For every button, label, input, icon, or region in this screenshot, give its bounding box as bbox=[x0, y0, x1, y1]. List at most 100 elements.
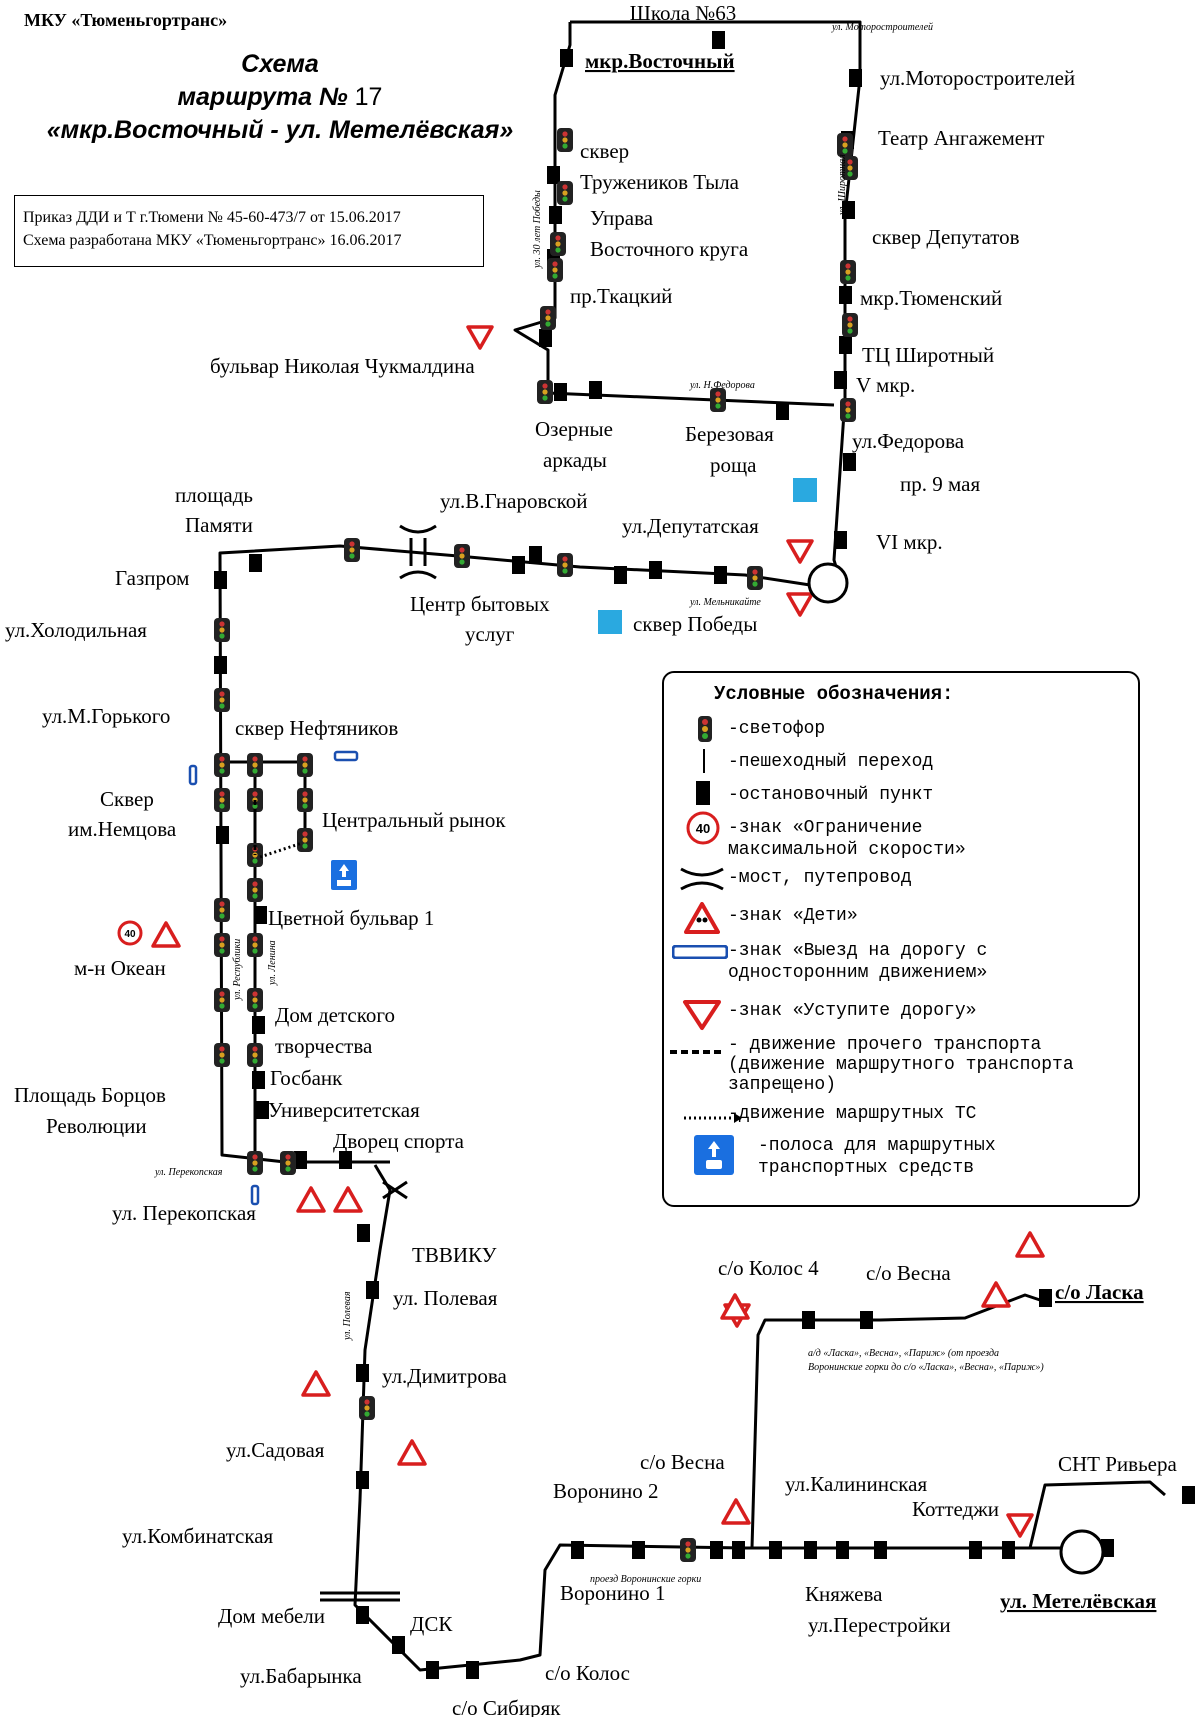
bus-stop-marker bbox=[839, 336, 852, 354]
stop-label-uprava-1: Управа bbox=[590, 206, 654, 230]
yield-sign-icon bbox=[721, 1498, 751, 1525]
bus-stop-marker bbox=[252, 1071, 265, 1089]
stop-label-ul-metelevskaya: ул. Метелёвская bbox=[1000, 1589, 1156, 1613]
stop-label-tc-shirotny: ТЦ Широтный bbox=[862, 343, 994, 367]
bus-stop-marker bbox=[571, 1541, 584, 1559]
stop-label-motorostroiteley: ул.Моторостроителей bbox=[880, 66, 1075, 90]
terminal-ring-metelevskaya bbox=[1059, 1529, 1105, 1575]
yield-sign-icon bbox=[682, 999, 722, 1037]
stop-label-gosbank: Госбанк bbox=[270, 1066, 343, 1090]
stop-label-ul-kholodilnaya: ул.Холодильная bbox=[5, 618, 147, 642]
bus-stop-marker bbox=[969, 1541, 982, 1559]
legend-item-3: -остановочный пункт bbox=[728, 785, 934, 805]
bus-stop-marker bbox=[802, 1311, 815, 1329]
street-name-let30: ул. 30 лет Победы bbox=[532, 190, 543, 269]
traffic-light-icon bbox=[247, 988, 263, 1012]
traffic-light-icon bbox=[247, 933, 263, 957]
stop-label-so-sibiryak: с/о Сибиряк bbox=[452, 1696, 561, 1717]
children-sign-icon bbox=[151, 921, 181, 948]
bus-stop-marker bbox=[366, 1281, 379, 1299]
bridge-legend-icon bbox=[678, 863, 726, 899]
stop-label-ploshchad-1: площадь bbox=[175, 483, 253, 507]
bus-stop-marker bbox=[839, 286, 852, 304]
bus-stop-marker bbox=[252, 1016, 265, 1034]
bus-stop-marker bbox=[356, 1606, 369, 1624]
legend-item-8: -знак «Уступите дорогу» bbox=[728, 1001, 977, 1021]
street-name-motorostroiteley: ул. Моторостроителей bbox=[831, 22, 933, 33]
stop-label-ozernye-2: аркады bbox=[543, 448, 607, 472]
traffic-light-icon bbox=[344, 538, 360, 562]
traffic-light-icon bbox=[840, 260, 856, 284]
traffic-light-icon bbox=[297, 828, 313, 852]
stop-label-ploshchad-2: Памяти bbox=[185, 513, 253, 537]
bus-lane-icon bbox=[331, 860, 357, 890]
stop-label-universitetskaya: Университетская bbox=[268, 1098, 420, 1122]
traffic-light-icon bbox=[297, 788, 313, 812]
route-traffic-arrows-line bbox=[259, 841, 303, 859]
speed-limit-value: 40 bbox=[696, 821, 710, 836]
stop-label-ul-gorkogo: ул.М.Горького bbox=[42, 704, 170, 728]
traffic-light-icon bbox=[214, 753, 230, 777]
bridge-icon bbox=[320, 524, 437, 1602]
traffic-light-icon bbox=[214, 688, 230, 712]
stop-label-dom-mebeli: Дом мебели bbox=[218, 1604, 325, 1628]
traffic-light-icon bbox=[680, 1538, 696, 1562]
yield-sign-icon bbox=[466, 325, 494, 350]
stop-label-ul-fedorova: ул.Федорова bbox=[852, 429, 965, 453]
order-box: Приказ ДДИ и Т г.Тюмени № 45-60-473/7 от… bbox=[14, 195, 484, 267]
stop-label-mkr-vostochny: мкр.Восточный bbox=[585, 49, 735, 73]
bus-stop-marker bbox=[843, 453, 856, 471]
stop-label-so-kolos4: с/о Колос 4 bbox=[718, 1256, 819, 1280]
stop-label-ul-perekopskaya: ул. Перекопская bbox=[112, 1201, 256, 1225]
route-number: 17 bbox=[354, 83, 383, 111]
bus-stop-marker bbox=[834, 371, 847, 389]
bus-stop-marker bbox=[512, 556, 525, 574]
one-way-exit-icon bbox=[250, 1184, 260, 1206]
stop-label-ul-sadovaya: ул.Садовая bbox=[226, 1438, 325, 1462]
stop-label-pr9maya: пр. 9 мая bbox=[900, 472, 980, 496]
stop-label-skver-pobedy: сквер Победы bbox=[633, 612, 757, 636]
stop-label-berezovaya-2: роща bbox=[710, 453, 757, 477]
bus-stop-marker bbox=[426, 1661, 439, 1679]
bus-stop-marker bbox=[554, 383, 567, 401]
yield-sign-icon bbox=[786, 539, 814, 564]
stop-label-pl-bortsov-1: Площадь Борцов bbox=[14, 1083, 166, 1107]
stop-label-ul-perestroyki: ул.Перестройки bbox=[808, 1613, 951, 1637]
yield-sign-icon bbox=[1015, 1231, 1045, 1258]
stop-label-centr-2: услуг bbox=[465, 622, 515, 646]
stop-label-skver-nemtsova-2: им.Немцова bbox=[68, 817, 177, 841]
speed-limit-value: 40 bbox=[124, 929, 136, 940]
street-name-melnikayte: ул. Мельникайте bbox=[689, 597, 761, 608]
stop-label-okean: м-н Океан bbox=[74, 956, 166, 980]
stop-label-dom-det-2: творчества bbox=[275, 1034, 373, 1058]
stop-label-gazprom: Газпром bbox=[115, 566, 189, 590]
yield-sign-icon bbox=[720, 1293, 750, 1320]
traffic-light-icon bbox=[842, 313, 858, 337]
stop-label-centr-1: Центр бытовых bbox=[410, 592, 550, 616]
one-way-exit-icon bbox=[188, 764, 198, 786]
bus-stop-marker bbox=[769, 1541, 782, 1559]
org-name: МКУ «Тюменьгортранс» bbox=[24, 10, 228, 30]
title-line1: Схема bbox=[241, 50, 319, 78]
stop-label-vi-mkr: VI мкр. bbox=[876, 530, 943, 554]
traffic-light-icon bbox=[537, 380, 553, 404]
stop-label-ul-deputatskaya: ул.Депутатская bbox=[622, 514, 759, 538]
bus-stop-marker bbox=[649, 561, 662, 579]
stop-label-uprava-2: Восточного круга bbox=[590, 237, 749, 261]
legend-panel: Условные обозначения: -светофор -пешеход… bbox=[662, 671, 1140, 1207]
one-way-exit-icon bbox=[333, 750, 359, 762]
traffic-light-icon bbox=[694, 715, 716, 749]
children-sign-icon bbox=[397, 1439, 427, 1466]
stop-label-berezovaya-1: Березовая bbox=[685, 422, 774, 446]
bus-stop-marker bbox=[339, 1151, 352, 1169]
yield-sign-icon bbox=[1006, 1513, 1034, 1538]
bus-stop-marker bbox=[842, 201, 855, 219]
children-sign-icon bbox=[981, 1281, 1011, 1308]
bus-stop-marker bbox=[529, 546, 542, 564]
traffic-light-icon bbox=[247, 753, 263, 777]
crosswalk-icon bbox=[703, 749, 707, 779]
traffic-light-icon bbox=[547, 258, 563, 282]
stop-label-skver-tr-2: Тружеников Тыла bbox=[580, 170, 740, 194]
order-line2: Схема разработана МКУ «Тюменьгортранс» 1… bbox=[23, 232, 402, 249]
